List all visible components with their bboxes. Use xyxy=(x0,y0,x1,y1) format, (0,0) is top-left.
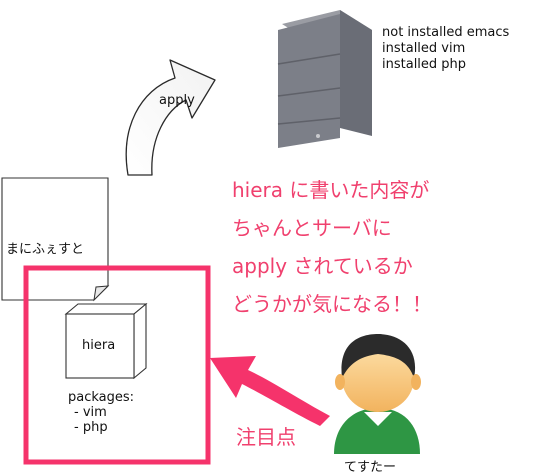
comment-line: どうかが気になる！！ xyxy=(232,292,432,316)
apply-arrow-label: apply xyxy=(159,93,195,108)
apply-arrow xyxy=(125,59,216,176)
server-note: not installed emacs xyxy=(382,25,510,40)
focus-arrow xyxy=(210,356,330,426)
focus-label: 注目点 xyxy=(236,425,296,449)
manifest-label: まにふぇすと xyxy=(6,242,85,257)
server-note: installed php xyxy=(382,57,467,72)
package-item: - vim xyxy=(74,405,107,420)
hiera-cube xyxy=(64,302,148,380)
tester-icon xyxy=(334,334,421,454)
comment-line: apply されているか xyxy=(232,254,413,278)
packages-title: packages: xyxy=(68,390,135,405)
server-icon xyxy=(277,10,372,148)
tester-label: てすたー xyxy=(344,460,397,475)
comment-line: hiera に書いた内容が xyxy=(232,178,430,202)
comment-line: ちゃんとサーバに xyxy=(232,216,392,240)
package-item: - php xyxy=(74,420,108,435)
manifest-page-curl xyxy=(93,285,110,302)
hiera-label: hiera xyxy=(82,338,116,353)
focus-box xyxy=(23,265,211,465)
server-note: installed vim xyxy=(382,41,466,56)
